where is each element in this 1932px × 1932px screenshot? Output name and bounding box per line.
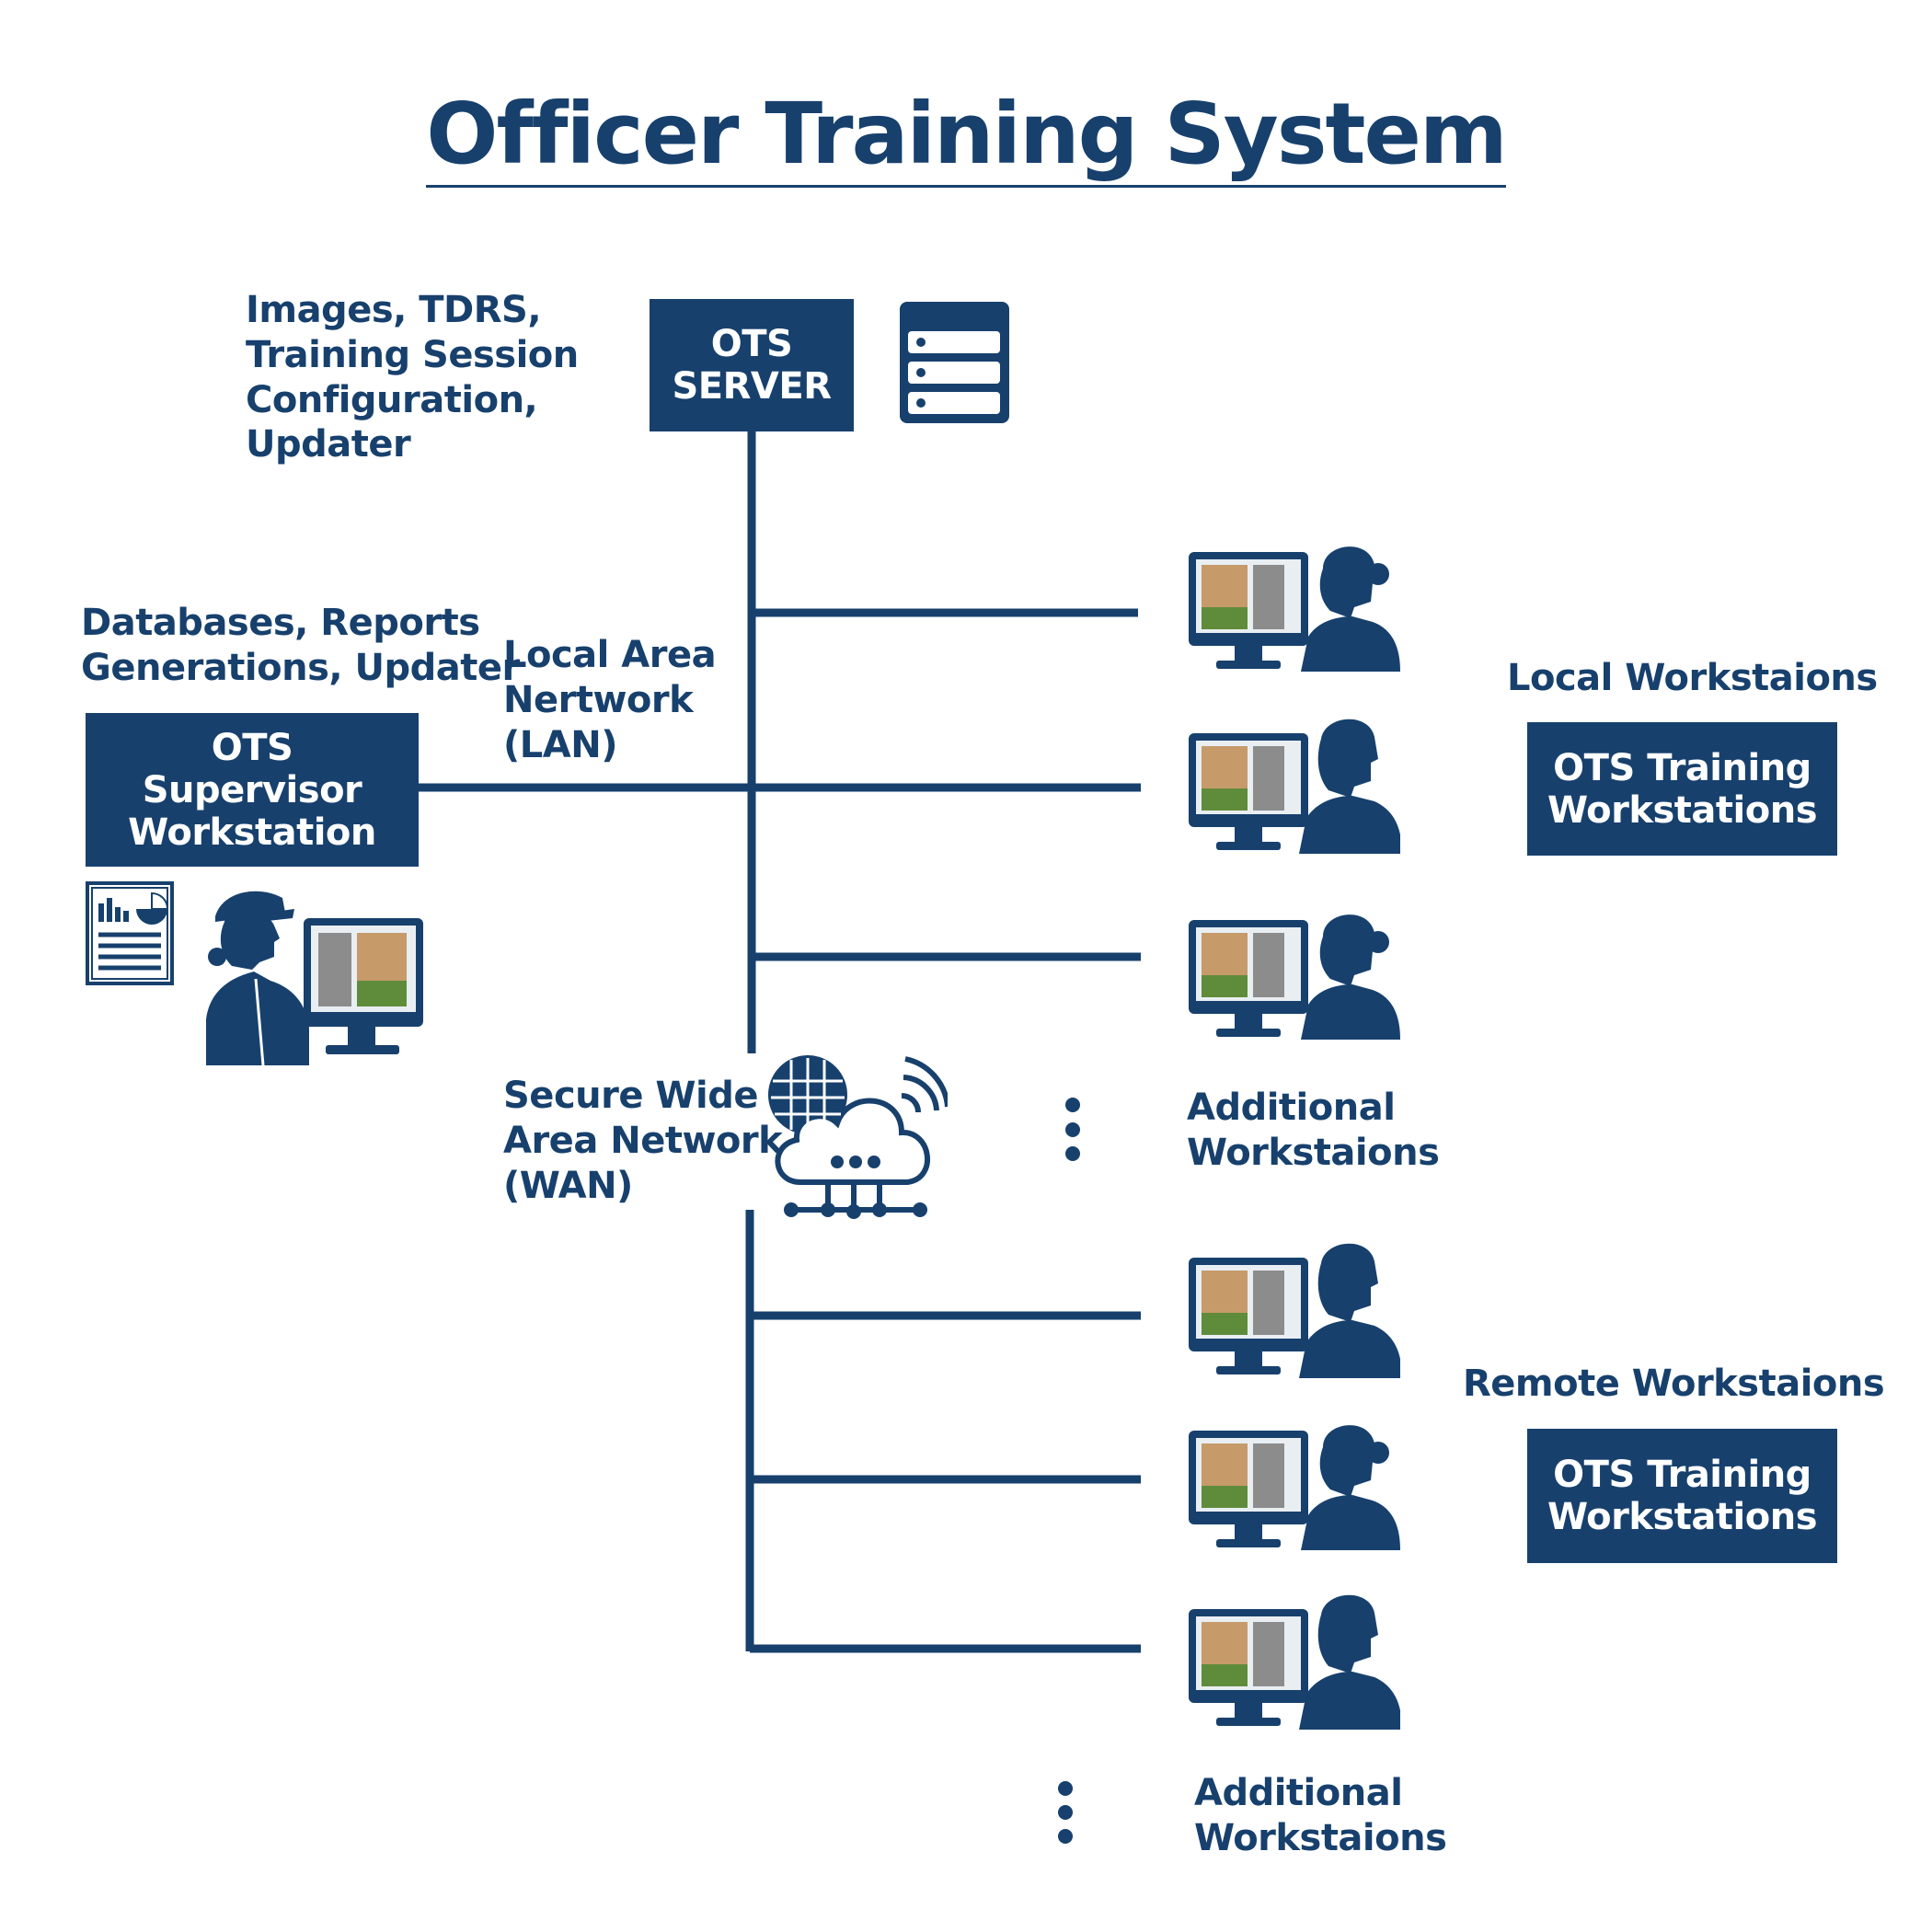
trainee-workstation-icon	[1189, 719, 1400, 854]
lan-label: Local Area Nertwork (LAN)	[503, 634, 717, 766]
report-document-icon	[86, 881, 174, 985]
trainee-workstation-icon	[1189, 546, 1400, 672]
ellipsis-dot	[1058, 1781, 1073, 1796]
trainee-workstation-icon	[1189, 1594, 1400, 1730]
local-workstations-heading: Local Workstaions	[1507, 657, 1878, 699]
server-stack-icon	[900, 302, 1009, 423]
ellipsis-dot	[1058, 1829, 1073, 1844]
ots-supervisor-box: OTS Supervisor Workstation	[86, 713, 419, 867]
wan-label: Secure Wide Area Network (WAN)	[503, 1075, 783, 1207]
supervisor-officer-icon	[206, 891, 423, 1065]
ellipsis-dot	[1065, 1122, 1080, 1137]
remote-additional-workstations: Additional Workstaions	[1194, 1772, 1447, 1859]
server-note: Images, TDRS, Training Session Configura…	[246, 289, 579, 466]
local-training-workstations-box: OTS Training Workstations	[1527, 722, 1837, 856]
ellipsis-dot	[1058, 1805, 1073, 1820]
ots-server-box: OTS SERVER	[650, 299, 854, 431]
ellipsis-dot	[1065, 1146, 1080, 1161]
trainee-workstation-icon	[1189, 1425, 1400, 1550]
ellipsis-dot	[1065, 1098, 1080, 1112]
remote-training-workstations-box: OTS Training Workstations	[1527, 1429, 1837, 1563]
local-additional-workstations: Additional Workstaions	[1187, 1087, 1440, 1174]
page-title: Officer Training System	[0, 85, 1932, 188]
trainee-workstation-icon	[1189, 914, 1400, 1040]
trainee-workstation-icon	[1189, 1243, 1400, 1378]
supervisor-note: Databases, Reports Generations, Updater	[81, 602, 520, 689]
remote-workstations-heading: Remote Workstaions	[1463, 1363, 1885, 1405]
cloud-network-icon	[768, 1055, 948, 1219]
